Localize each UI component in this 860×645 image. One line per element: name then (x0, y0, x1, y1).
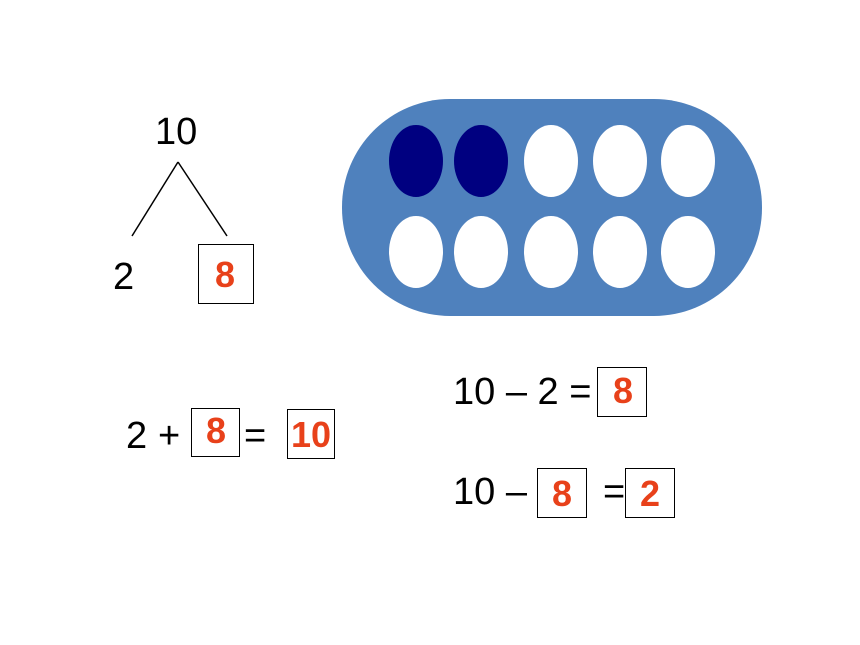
subtraction-2-answer-b-box (625, 468, 675, 518)
counter-empty (661, 216, 715, 288)
subtraction-1-answer: 8 (613, 370, 634, 411)
subtraction-1-answer-box (597, 367, 647, 417)
subtraction-2-answer-a-box (537, 468, 587, 518)
counter-empty (454, 216, 508, 288)
bond-part-a: 2 (113, 256, 135, 298)
subtraction-2-answer-b: 2 (640, 473, 661, 514)
subtraction-2-answer-a: 8 (552, 473, 573, 514)
addition-plus: + (158, 415, 181, 457)
addition-addend-b-box (191, 408, 240, 457)
addition-sum: 10 (291, 414, 332, 455)
counter-empty (389, 216, 443, 288)
addition-addend-a: 2 (126, 415, 148, 457)
counter-empty (593, 125, 647, 197)
ten-frame-body (342, 99, 762, 316)
addition-addend-b: 8 (206, 410, 227, 451)
addition-sum-box (287, 409, 335, 459)
subtraction-2-expression: 10 – (453, 471, 527, 513)
addition-equals: = (244, 415, 267, 457)
counter-empty (524, 216, 578, 288)
counter-filled (454, 125, 508, 197)
counter-empty (593, 216, 647, 288)
subtraction-2-equals: = (603, 471, 626, 513)
bond-part-b-box (198, 244, 254, 304)
counter-empty (661, 125, 715, 197)
subtraction-1-expression: 10 – 2 = (453, 371, 592, 413)
bond-line-left (131, 161, 179, 237)
bond-part-b: 8 (215, 254, 236, 295)
bond-line-right (177, 161, 228, 237)
bond-whole: 10 (155, 111, 198, 153)
counter-filled (389, 125, 443, 197)
counter-empty (524, 125, 578, 197)
